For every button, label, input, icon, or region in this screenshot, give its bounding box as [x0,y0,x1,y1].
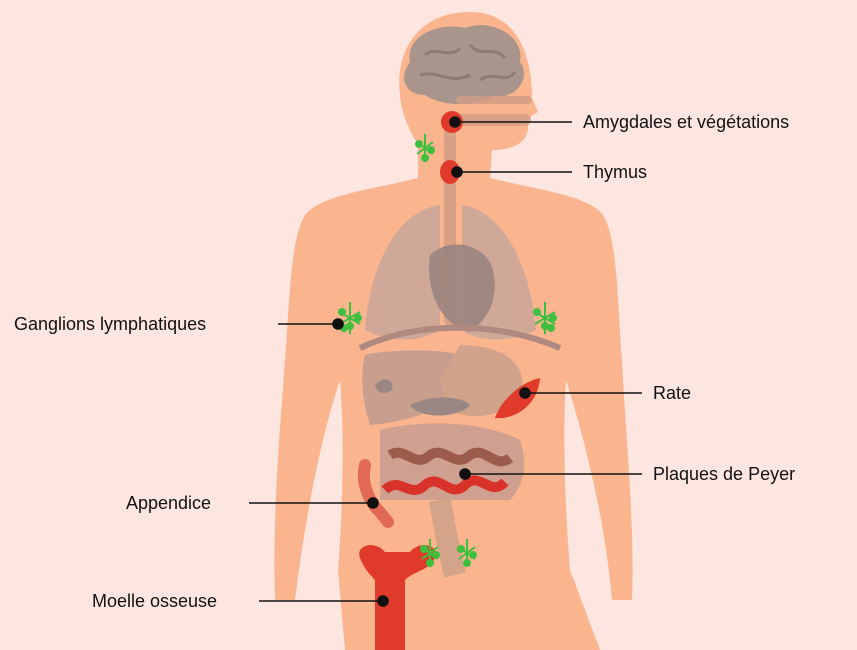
label-peyer: Plaques de Peyer [653,463,795,485]
brain-icon [404,25,524,104]
label-moelle: Moelle osseuse [92,590,217,612]
label-thymus: Thymus [583,161,647,183]
label-ganglions: Ganglions lymphatiques [14,313,206,335]
label-amygdales: Amygdales et végétations [583,111,789,133]
label-appendice: Appendice [126,492,211,514]
label-rate: Rate [653,382,691,404]
